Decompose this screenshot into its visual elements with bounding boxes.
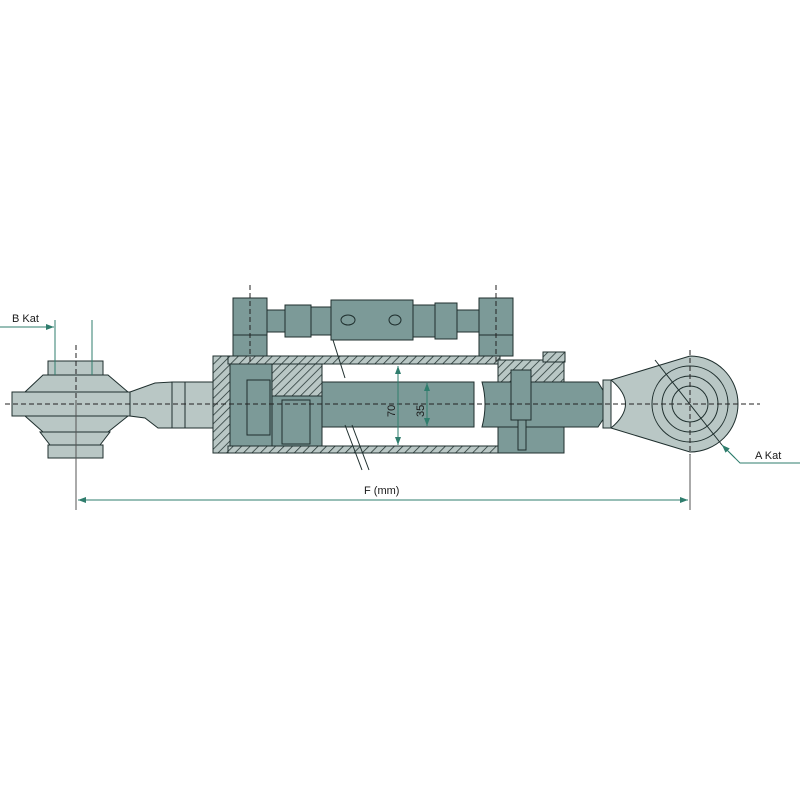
dimension-a-kat: A Kat	[721, 444, 800, 464]
dimension-70: 70	[386, 366, 401, 445]
left-shaft	[129, 381, 215, 429]
a-kat-label: A Kat	[755, 450, 781, 462]
f-mm-label: F (mm)	[364, 485, 399, 497]
ball-joint-b	[11, 360, 136, 459]
dimension-f: F (mm)	[75, 400, 691, 510]
valve-hole-right	[388, 314, 402, 326]
dia-70-label: 70	[386, 405, 398, 417]
dia-35-label: 35	[415, 405, 427, 417]
dimension-b-kat: B Kat	[0, 313, 93, 375]
cylinder	[212, 351, 605, 471]
dimension-35: 35	[415, 383, 430, 426]
b-kat-label: B Kat	[12, 313, 39, 325]
valve-hole-left	[340, 314, 356, 326]
